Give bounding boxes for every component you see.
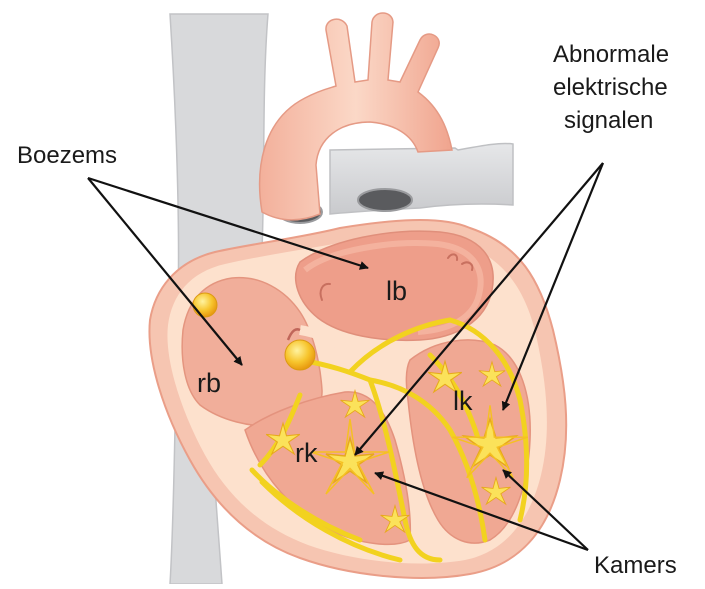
callout-abnormal-line3: signalen (564, 107, 653, 134)
chamber-label-rb: rb (197, 368, 221, 398)
pulmonary-vessel-opening (358, 189, 412, 211)
chamber-label-lk: lk (453, 386, 473, 416)
callout-kamers: Kamers (594, 552, 677, 579)
pulmonary-vessel (330, 143, 513, 214)
sinus-node (193, 293, 217, 317)
callout-boezems: Boezems (17, 142, 117, 169)
av-node (285, 340, 315, 370)
callout-abnormal-line1: Abnormale (553, 41, 669, 68)
callout-abnormal-line2: elektrische (553, 74, 668, 101)
chamber-label-rk: rk (295, 438, 318, 468)
chamber-label-lb: lb (386, 276, 407, 306)
